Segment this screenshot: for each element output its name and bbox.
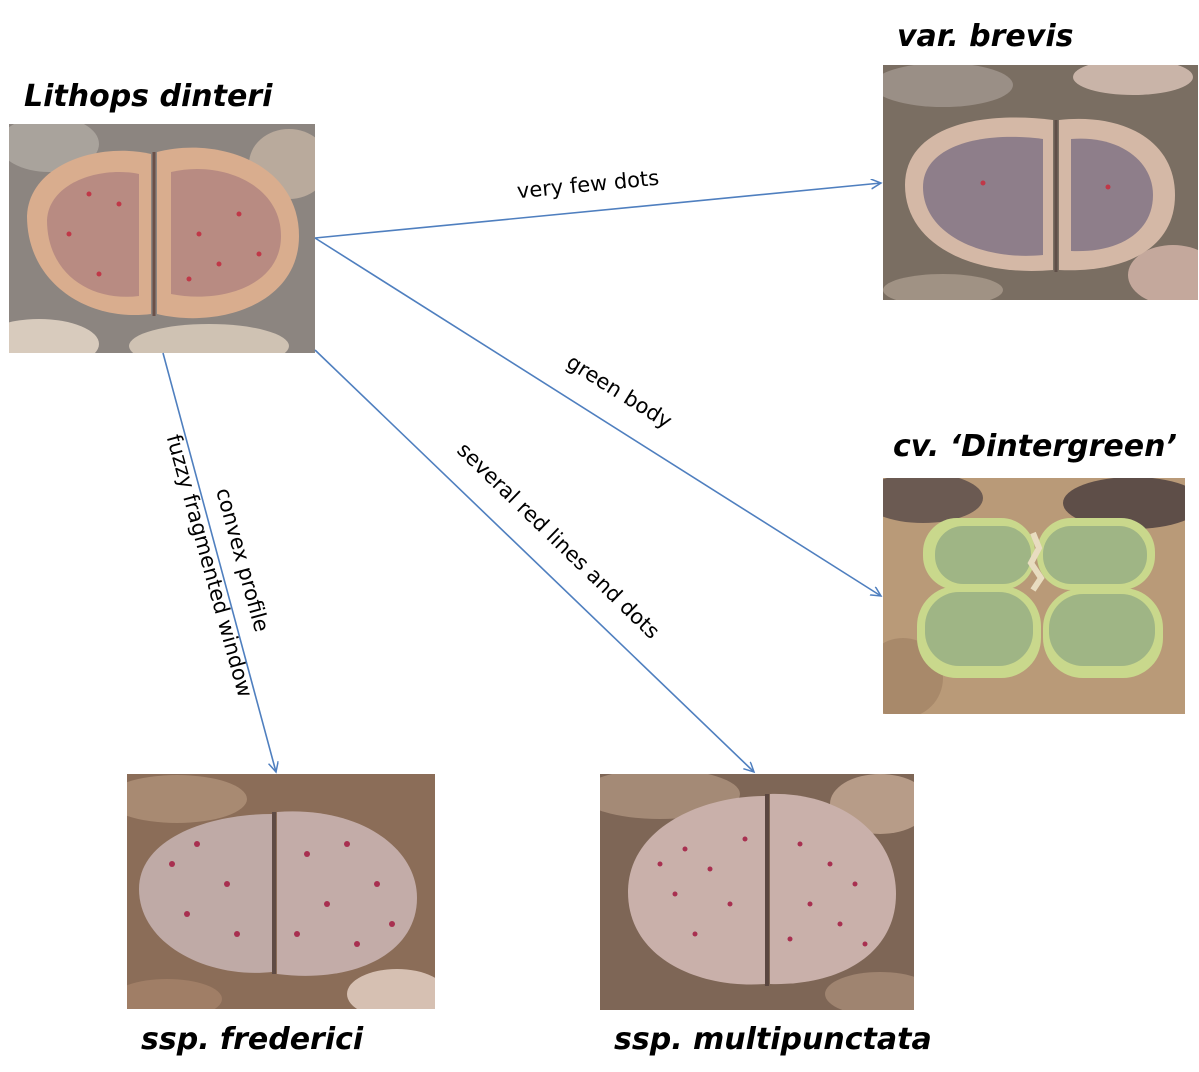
title-var-brevis: var. brevis <box>897 19 1074 54</box>
arrow-to-cv-dintergreen <box>314 237 881 596</box>
photo-var-brevis <box>883 65 1198 300</box>
title-lithops-dinteri: Lithops dinteri <box>24 79 273 114</box>
title-ssp-frederici: ssp. frederici <box>141 1022 364 1057</box>
photo-ssp-frederici <box>127 774 435 1009</box>
title-ssp-multipunctata: ssp. multipunctata <box>614 1022 932 1057</box>
arrow-to-ssp-multipunctata <box>314 349 754 772</box>
photo-cv-dintergreen <box>883 478 1185 714</box>
arrow-to-var-brevis <box>314 183 881 239</box>
arrow-to-ssp-frederici <box>162 352 276 772</box>
photo-lithops-dinteri <box>9 124 315 353</box>
title-cv-dintergreen: cv. ‘Dintergreen’ <box>893 429 1177 464</box>
photo-ssp-multipunctata <box>600 774 914 1010</box>
